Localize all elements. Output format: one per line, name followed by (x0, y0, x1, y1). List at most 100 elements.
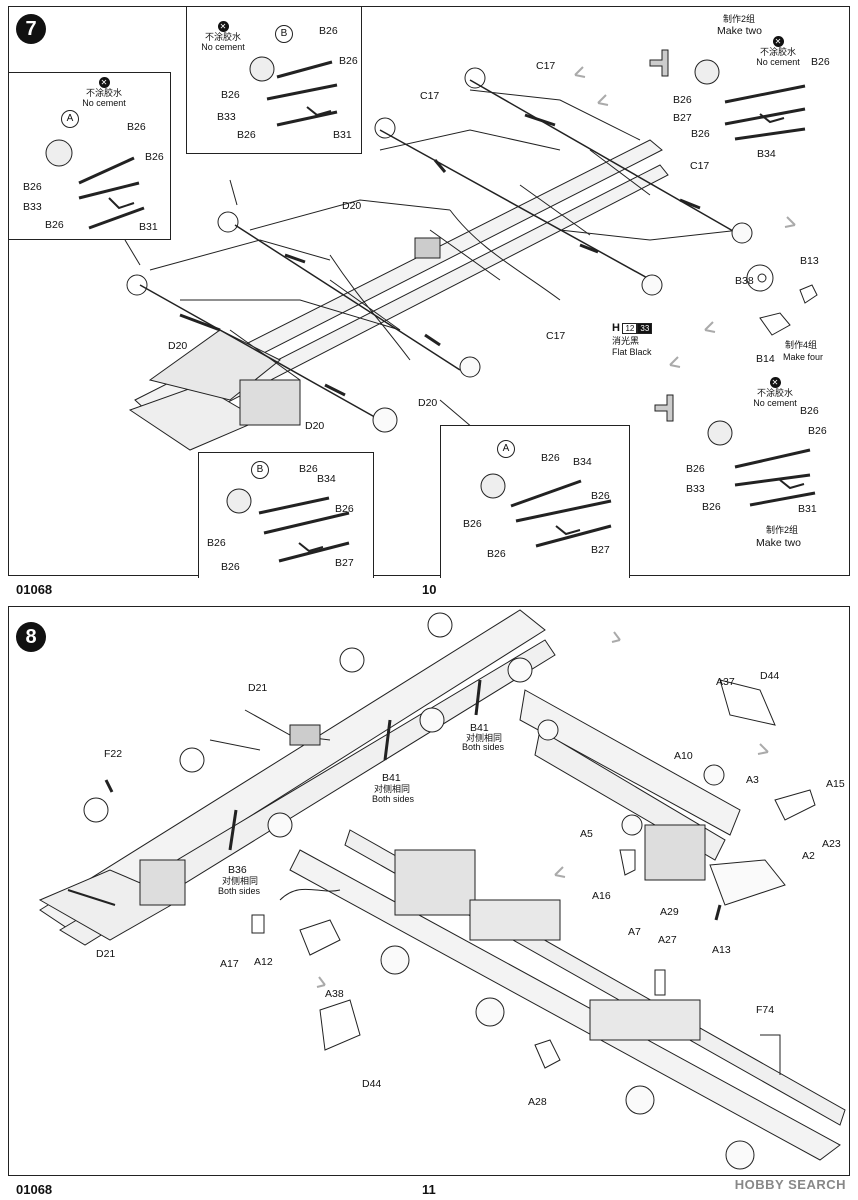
part-label-f22: F22 (104, 748, 123, 760)
part-label: B27 (335, 557, 354, 569)
part-label-d20: D20 (342, 200, 362, 212)
part-label: B26 (237, 129, 256, 141)
sub-assembly-letter: A (61, 110, 79, 128)
part-label-a27: A27 (658, 934, 677, 946)
part-label-a28: A28 (528, 1096, 547, 1108)
part-label-a2: A2 (802, 850, 815, 862)
part-label-a37: A37 (716, 676, 735, 688)
no-cement-en: No cement (753, 398, 797, 408)
part-label: B33 (217, 111, 236, 123)
make-four-cn: 制作4组 (785, 340, 818, 350)
both-sides-cn: 对侧相同 (222, 876, 259, 886)
sub-assembly-letter: A (497, 440, 515, 458)
no-cement-cn: 不涂胶水 (759, 47, 796, 57)
no-glue-icon: ✕ (772, 36, 784, 47)
page-number: 11 (422, 1182, 436, 1197)
part-label-d21: D21 (96, 948, 116, 960)
no-cement-en: No cement (82, 98, 126, 108)
part-label: B33 (686, 483, 705, 495)
paint-number: 33 (637, 323, 653, 334)
part-label-a13: A13 (712, 944, 731, 956)
product-code: 01068 (16, 1182, 53, 1197)
paint-name-en: Flat Black (612, 347, 652, 357)
callout-parts-drawing (45, 139, 145, 230)
part-label: B26 (463, 518, 482, 530)
part-label-f74: F74 (756, 1004, 775, 1016)
step-8-chassis-drawing (38, 609, 846, 1170)
callout-b-bottom: B B26 B34 B26 B26 B26 B27 (198, 452, 374, 578)
part-label-a3: A3 (746, 774, 759, 786)
part-label-a7: A7 (628, 926, 641, 938)
part-label-b36: B36 (228, 864, 247, 876)
no-cement-en: No cement (201, 42, 245, 52)
no-cement-cn: 不涂胶水 (756, 388, 793, 398)
part-label: B34 (757, 148, 776, 160)
part-label: B26 (23, 181, 42, 193)
part-label-a17: A17 (220, 958, 239, 970)
callout-top-right: 制作2组 Make two ✕ 不涂胶水 No cement B26 B26 B… (665, 14, 845, 164)
callout-parts-drawing (707, 420, 816, 507)
step-7-chassis-drawing (124, 49, 818, 451)
paint-code: H (612, 322, 620, 334)
part-label: B26 (811, 56, 830, 68)
part-label-a15: A15 (826, 778, 845, 790)
paint-number: 12 (622, 323, 638, 334)
step-7-page: 7 (8, 6, 850, 597)
callout-parts-drawing (226, 488, 350, 563)
part-label: B26 (335, 503, 354, 515)
part-label: B26 (541, 452, 560, 464)
part-label-a29: A29 (660, 906, 679, 918)
product-code: 01068 (16, 582, 53, 597)
part-label: B26 (339, 55, 358, 67)
part-label: B26 (221, 89, 240, 101)
part-label: B27 (673, 112, 692, 124)
part-label: B26 (800, 405, 819, 417)
part-label: B27 (591, 544, 610, 556)
part-label-a5: A5 (580, 828, 593, 840)
part-label-a12: A12 (254, 956, 273, 968)
sub-assembly-letter: B (251, 461, 269, 479)
part-label: B34 (573, 456, 592, 468)
no-cement-cn: 不涂胶水 (204, 32, 241, 42)
part-label: B34 (317, 473, 336, 485)
both-sides-cn: 对侧相同 (466, 733, 503, 743)
no-cement-note: ✕ 不涂胶水 No cement (740, 377, 810, 408)
callout-parts-drawing (249, 56, 338, 127)
part-label: B31 (333, 129, 352, 141)
callout-a-left: ✕ 不涂胶水 No cement A B26 B26 B26 B33 B26 B… (8, 72, 171, 240)
both-sides-cn: 对侧相同 (374, 784, 411, 794)
part-label: B26 (591, 490, 610, 502)
part-label: B26 (673, 94, 692, 106)
callout-bottom-right: ✕ 不涂胶水 No cement B26 B26 B26 B33 B26 B31… (680, 375, 850, 550)
part-label-d20: D20 (418, 397, 438, 409)
no-cement-note: ✕ 不涂胶水 No cement (191, 21, 255, 52)
part-label: B26 (207, 537, 226, 549)
both-sides-en: Both sides (372, 794, 415, 804)
part-label: B26 (127, 121, 146, 133)
page-number: 10 (422, 582, 437, 597)
part-label: B26 (299, 463, 318, 475)
part-label: B31 (139, 221, 158, 233)
part-label: B26 (45, 219, 64, 231)
part-label-a38: A38 (325, 988, 344, 1000)
part-label: B26 (691, 128, 710, 140)
callout-b-top: ✕ 不涂胶水 No cement B B26 B26 B26 B33 B26 B… (186, 6, 362, 154)
make-two-cn: 制作2组 (723, 14, 756, 24)
part-label-b41: B41 (382, 772, 401, 784)
part-label-b14: B14 (756, 353, 775, 365)
part-label-c17: C17 (536, 60, 556, 72)
make-two-en: Make two (756, 537, 801, 549)
part-label-a10: A10 (674, 750, 693, 762)
part-label-b41: B41 (470, 722, 489, 734)
part-label: B26 (702, 501, 721, 513)
step-7-badge: 7 (16, 14, 46, 44)
no-cement-note: ✕ 不涂胶水 No cement (69, 77, 139, 108)
no-cement-cn: 不涂胶水 (85, 88, 122, 98)
part-label: B26 (808, 425, 827, 437)
part-label-a16: A16 (592, 890, 611, 902)
callout-a-bottom: A B26 B34 B26 B26 B26 B27 (440, 425, 630, 578)
part-label-d20: D20 (305, 420, 325, 432)
part-label-a23: A23 (822, 838, 841, 850)
no-cement-note: ✕ 不涂胶水 No cement (743, 36, 813, 67)
callout-parts-drawing (480, 473, 612, 548)
